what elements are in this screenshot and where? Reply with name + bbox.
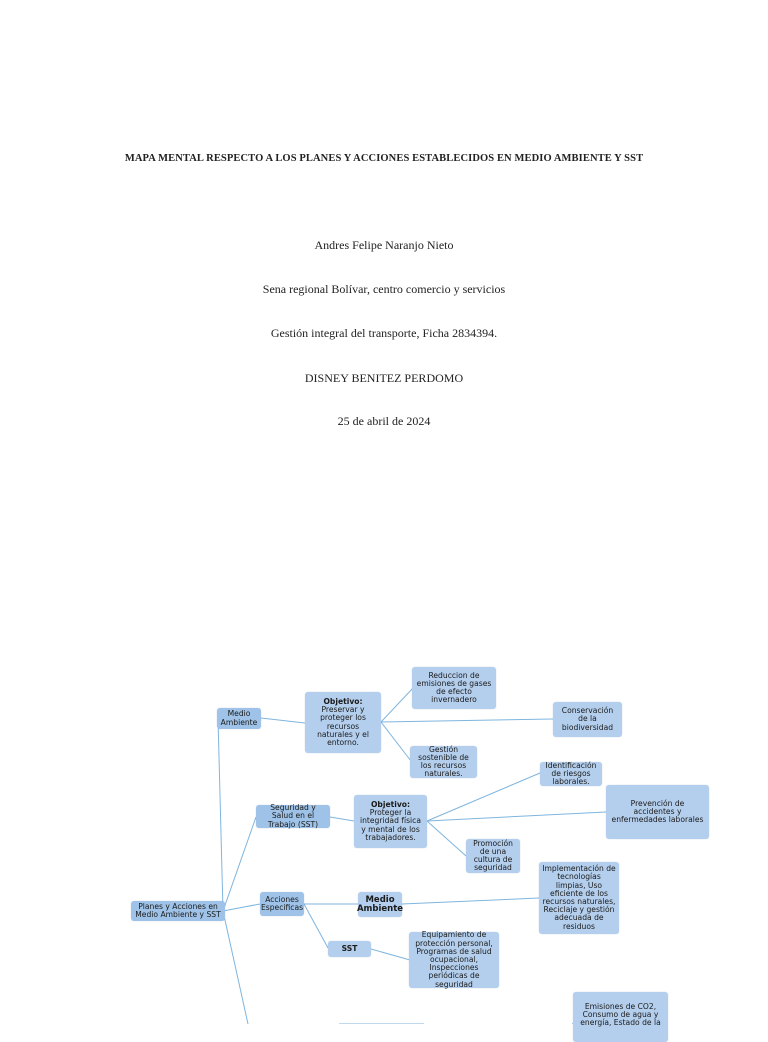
node-acc-medio-ambiente[interactable]: Medio Ambiente — [357, 892, 403, 917]
connector-sst-promocion — [426, 820, 467, 857]
node-acc-sst[interactable]: SST — [328, 941, 371, 957]
connector-sst-objetivo — [329, 816, 355, 822]
connector-ma-reduccion — [380, 687, 414, 723]
node-acc-equipamiento[interactable]: Equipamiento de protección personal, Pro… — [409, 931, 499, 988]
node-sst-promocion[interactable]: Promoción de una cultura de seguridad — [466, 839, 520, 873]
node-partial-emisiones[interactable]: Emisiones de CO2, Consumo de agua y ener… — [573, 992, 668, 1042]
node-ma-conservacion[interactable]: Conservación de la biodiversidad — [553, 702, 622, 737]
node-sst-objetivo[interactable]: Objetivo: Proteger la integridad física … — [354, 795, 427, 848]
connector-ma-conservacion — [380, 718, 554, 723]
node-sst[interactable]: Seguridad y Salud en el Trabajo (SST) — [256, 804, 330, 828]
node-ma-objetivo[interactable]: Objetivo: Preservar y proteger los recur… — [305, 692, 381, 753]
node-ma-gestion[interactable]: Gestión sostenible de los recursos natur… — [410, 745, 477, 778]
connector-root-next — [222, 910, 249, 1024]
connector-sst-prevencion — [426, 811, 607, 822]
connector-root-medio-ambiente — [217, 717, 224, 912]
root-node[interactable]: Planes y Acciones en Medio Ambiente y SS… — [131, 901, 225, 921]
program-info: Gestión integral del transporte, Ficha 2… — [270, 326, 498, 340]
node-sst-identificacion[interactable]: Identificación de riesgos laborales. — [540, 761, 602, 786]
connector-acc-sst — [303, 903, 329, 949]
connector-acc-implementacion — [401, 897, 540, 905]
node-acc-implementacion[interactable]: Implementación de tecnologías limpias, U… — [539, 862, 619, 934]
connector-sst-identificacion — [426, 772, 541, 822]
node-sst-prevencion[interactable]: Prevención de accidentes y enfermedades … — [606, 785, 709, 839]
instructor-name: DISNEY BENITEZ PERDOMO — [304, 371, 464, 385]
document-date: 25 de abril de 2024 — [337, 414, 431, 428]
node-medio-ambiente[interactable]: Medio Ambiente — [217, 708, 261, 729]
institution: Sena regional Bolívar, centro comercio y… — [262, 282, 506, 296]
document-title: MAPA MENTAL RESPECTO A LOS PLANES Y ACCI… — [124, 153, 644, 164]
node-ma-reduccion[interactable]: Reduccion de emisiones de gases de efect… — [412, 667, 496, 709]
connector-root-sst — [222, 816, 257, 912]
connector-acc-equipamiento — [370, 948, 411, 961]
connector-root-acciones — [222, 903, 261, 912]
connector-ma-gestion — [380, 721, 412, 762]
author-name: Andres Felipe Naranjo Nieto — [314, 238, 454, 252]
node-acciones[interactable]: Acciones Especificas — [260, 892, 304, 916]
connector-ma-objetivo — [260, 717, 306, 724]
